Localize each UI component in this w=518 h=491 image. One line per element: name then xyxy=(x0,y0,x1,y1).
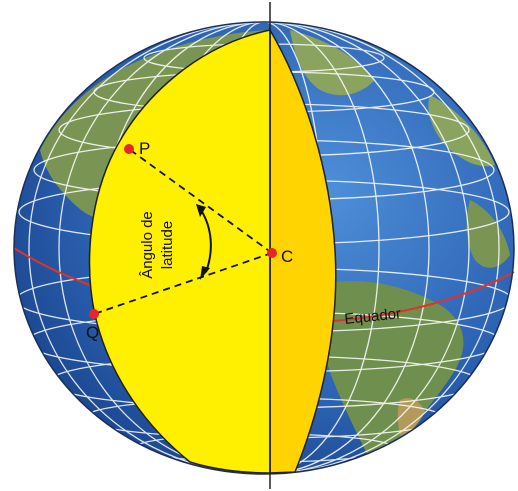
point-p-marker xyxy=(124,144,134,154)
point-c-marker xyxy=(267,248,277,258)
point-p-label: P xyxy=(139,139,150,158)
cut-face-side xyxy=(269,27,337,474)
point-c-label: C xyxy=(281,247,293,266)
south-america-land xyxy=(318,281,464,470)
globe-outline xyxy=(13,21,515,475)
cutaway-section xyxy=(88,27,337,474)
latitude-angle-arc xyxy=(196,204,212,280)
radius-cp xyxy=(128,148,273,254)
angle-label: Ângulo de latitude xyxy=(139,211,176,279)
northern-land xyxy=(290,30,375,96)
radius-cq xyxy=(93,252,273,315)
equator-label: Equador xyxy=(344,305,402,328)
angle-label-line2: latitude xyxy=(159,221,176,269)
angle-label-line1: Ângulo de xyxy=(139,211,156,279)
europe-land xyxy=(428,95,495,167)
point-q-marker xyxy=(89,309,99,319)
point-q-label: Q xyxy=(86,323,99,342)
